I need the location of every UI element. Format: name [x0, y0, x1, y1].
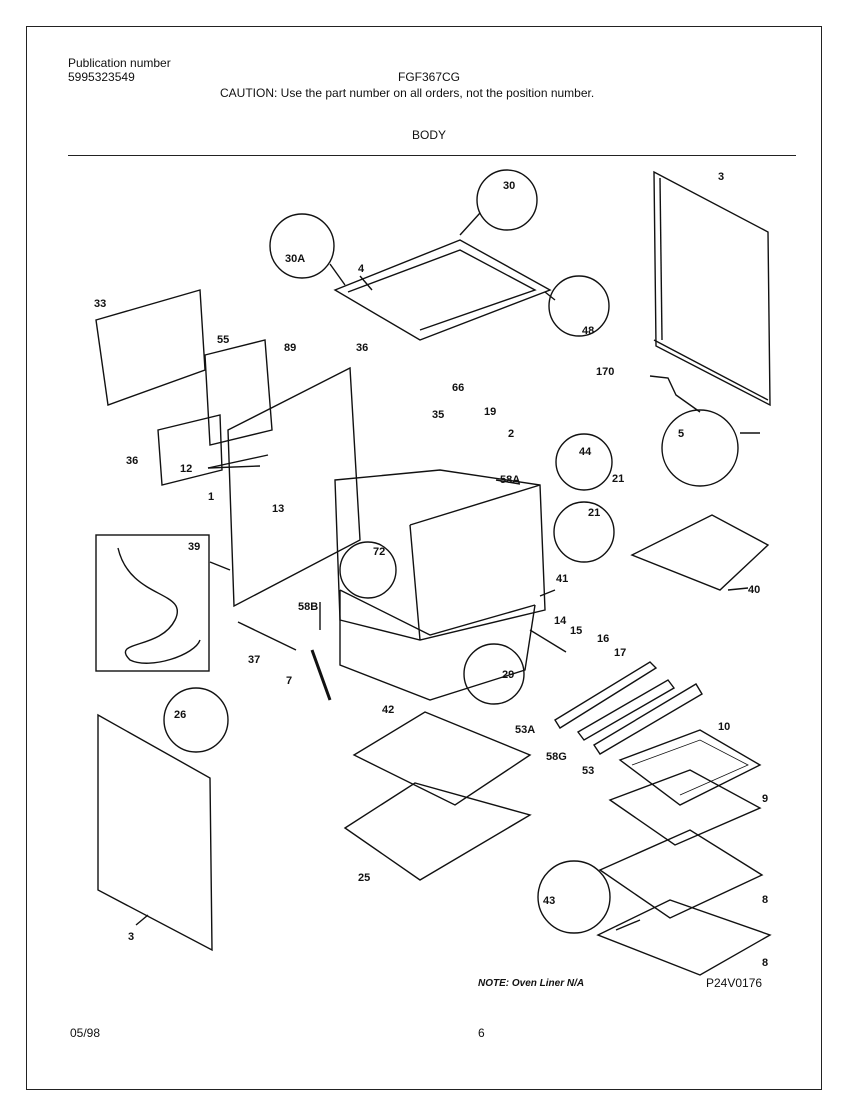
callout-170: 170 — [596, 366, 614, 378]
callout-3: 3 — [718, 171, 724, 183]
callout-30: 30 — [503, 180, 515, 192]
callout-circle-43 — [537, 860, 611, 934]
callout-58G: 58G — [546, 751, 567, 763]
callout-8-lower: 8 — [762, 957, 768, 969]
callout-26: 26 — [174, 709, 186, 721]
drawing-id: P24V0176 — [706, 976, 763, 990]
caution-text: CAUTION: Use the part number on all orde… — [220, 86, 595, 100]
callout-42: 42 — [382, 704, 394, 716]
callout-25: 25 — [358, 872, 370, 884]
callout-8-upper: 8 — [762, 894, 768, 906]
publication-number: 5995323549 — [68, 70, 135, 84]
callout-17: 17 — [614, 647, 626, 659]
wiring-harness-box — [95, 534, 210, 672]
publication-label: Publication number — [68, 56, 171, 70]
callout-48: 48 — [582, 325, 594, 337]
callout-58B: 58B — [298, 601, 318, 613]
callout-39: 39 — [188, 541, 200, 553]
model-number: FGF367CG — [398, 70, 461, 84]
rack-frame — [596, 899, 772, 976]
callout-13: 13 — [272, 503, 284, 515]
callout-circle-30 — [476, 169, 538, 231]
callout-16: 16 — [597, 633, 609, 645]
callout-55: 55 — [217, 334, 229, 346]
callout-35: 35 — [432, 409, 444, 421]
base-plate — [343, 782, 532, 881]
callout-44: 44 — [579, 446, 592, 458]
rear-panel — [653, 170, 771, 407]
callout-circle-5 — [661, 409, 739, 487]
page-frame — [26, 26, 822, 1090]
callout-21-upper: 21 — [612, 473, 624, 485]
oven-liner-note: NOTE: Oven Liner N/A — [478, 978, 585, 989]
callout-9: 9 — [762, 793, 768, 805]
callout-12: 12 — [180, 463, 192, 475]
callout-33: 33 — [94, 298, 106, 310]
callout-19: 19 — [484, 406, 496, 418]
callout-5: 5 — [678, 428, 684, 440]
callout-29: 29 — [502, 669, 514, 681]
callout-53A: 53A — [515, 724, 535, 736]
callout-circle-21 — [553, 501, 615, 563]
side-panel-left — [97, 713, 213, 952]
callout-43: 43 — [543, 895, 555, 907]
callout-3-lower: 3 — [128, 931, 134, 943]
callout-66: 66 — [452, 382, 464, 394]
oven-bottom — [352, 711, 532, 806]
callout-circle-26 — [163, 687, 229, 753]
callout-2: 2 — [508, 428, 514, 440]
callout-41: 41 — [556, 573, 568, 585]
broiler-pan — [608, 769, 762, 846]
header-rule — [68, 155, 796, 156]
callout-53: 53 — [582, 765, 594, 777]
callout-21-lower: 21 — [588, 507, 600, 519]
callout-36-left: 36 — [126, 455, 138, 467]
section-title: BODY — [412, 128, 447, 142]
broiler-grill — [618, 729, 762, 806]
callout-4: 4 — [358, 263, 365, 275]
callout-circle-44 — [555, 433, 613, 491]
oven-rack — [598, 829, 764, 919]
callout-circle-29 — [463, 643, 525, 705]
callout-58A: 58A — [500, 474, 520, 486]
callout-40: 40 — [748, 584, 760, 596]
oven-body — [334, 469, 546, 641]
side-panel — [227, 366, 361, 608]
callout-89: 89 — [284, 342, 296, 354]
callout-10: 10 — [718, 721, 730, 733]
callout-circle-48 — [548, 275, 610, 337]
top-tray — [333, 239, 552, 341]
drawer-panel — [630, 514, 770, 591]
callout-circle-72 — [339, 541, 397, 599]
page-number: 6 — [478, 1026, 485, 1040]
callout-15: 15 — [570, 625, 582, 637]
date-code: 05/98 — [70, 1026, 101, 1040]
callout-7: 7 — [286, 675, 292, 687]
callout-37: 37 — [248, 654, 260, 666]
callout-36-top: 36 — [356, 342, 368, 354]
side-bracket — [95, 289, 206, 406]
callout-30A: 30A — [285, 253, 305, 265]
callout-1: 1 — [208, 491, 214, 503]
callout-72: 72 — [373, 546, 385, 558]
callout-circle-30A — [269, 213, 335, 279]
callout-14: 14 — [554, 615, 567, 627]
